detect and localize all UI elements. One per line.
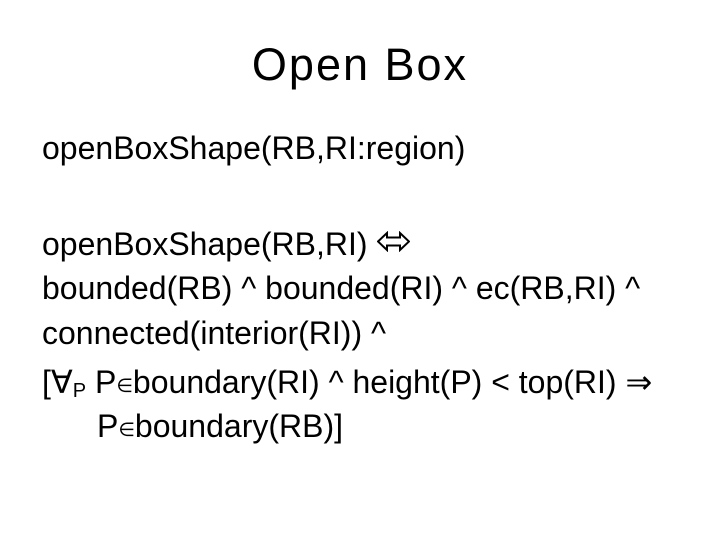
consequent-pre-text: P (97, 408, 119, 444)
definition-head-text: openBoxShape(RB,RI) (42, 226, 368, 262)
definition-clause-connected: connected(interior(RI)) ^ (42, 315, 387, 351)
definition-head-line: openBoxShape(RB,RI) (42, 222, 410, 267)
forall-open-bracket: [∀ (42, 364, 73, 400)
consequent-rest-text: boundary(RB)] (134, 408, 343, 444)
definition-clause-forall: [∀P P∈boundary(RI) ^ height(P) < top(RI)… (42, 360, 652, 414)
definition-clause-bounded: bounded(RB) ^ bounded(RI) ^ ec(RB,RI) ^ (42, 270, 641, 306)
iff-left-right-white-arrow-icon (376, 231, 410, 252)
signature-line: openBoxShape(RB,RI:region) (42, 130, 466, 166)
definition-clause-consequent: P∈boundary(RB)] (97, 404, 343, 453)
slide-title: Open Box (251, 39, 469, 90)
element-of-symbol: ∈ (116, 376, 133, 397)
forall-subscript: P (72, 380, 87, 402)
element-of-symbol: ∈ (118, 420, 135, 441)
forall-mid-text: P (86, 364, 117, 400)
forall-rest-text: boundary(RI) ^ height(P) < top(RI) ⇒ (132, 364, 653, 400)
